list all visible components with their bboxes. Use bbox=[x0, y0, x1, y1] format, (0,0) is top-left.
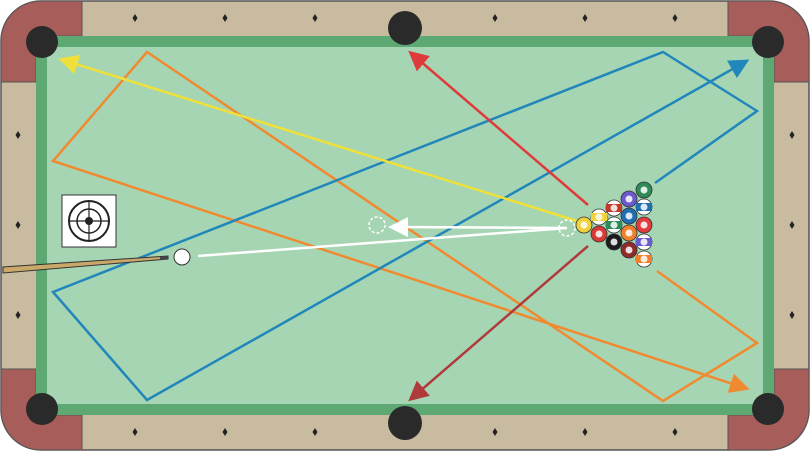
ghost-ball-target bbox=[368, 216, 386, 234]
rack-ball[interactable] bbox=[635, 181, 653, 199]
rail-diamond bbox=[15, 221, 21, 229]
path-yellow bbox=[58, 54, 581, 224]
rack-ball[interactable] bbox=[620, 190, 638, 208]
rail-diamond bbox=[492, 428, 498, 436]
rack-ball[interactable] bbox=[635, 233, 653, 251]
rail-diamond bbox=[582, 14, 588, 22]
pocket-bottom-right bbox=[752, 393, 784, 425]
path-cue-ball bbox=[197, 217, 568, 258]
path-dark-red bbox=[408, 245, 589, 402]
rack-ball[interactable] bbox=[620, 224, 638, 242]
ghost-ball-contact bbox=[558, 219, 576, 237]
pocket-top-middle bbox=[388, 11, 422, 45]
cue-ball[interactable] bbox=[173, 248, 191, 266]
rail-diamond bbox=[132, 428, 138, 436]
rack-ball[interactable] bbox=[635, 216, 653, 234]
cue-stick-tip bbox=[160, 256, 168, 260]
rack-ball[interactable] bbox=[605, 199, 623, 217]
rail-diamond bbox=[672, 428, 678, 436]
rack-ball[interactable] bbox=[605, 216, 623, 234]
rail-diamond bbox=[492, 14, 498, 22]
rack-ball[interactable] bbox=[590, 225, 608, 243]
pocket-top-left bbox=[26, 26, 58, 58]
pocket-bottom-middle bbox=[388, 406, 422, 440]
pocket-top-right bbox=[752, 26, 784, 58]
rail-diamond bbox=[15, 131, 21, 139]
aim-button[interactable] bbox=[61, 194, 117, 248]
rail-diamond bbox=[312, 14, 318, 22]
rail-diamond bbox=[132, 14, 138, 22]
rack-ball[interactable] bbox=[590, 208, 608, 226]
pocket-bottom-left bbox=[26, 393, 58, 425]
path-red bbox=[408, 50, 589, 206]
rack-ball[interactable] bbox=[575, 216, 593, 234]
rail-diamond bbox=[222, 428, 228, 436]
rack-ball[interactable] bbox=[635, 198, 653, 216]
rail-diamond bbox=[15, 311, 21, 319]
rack-ball[interactable] bbox=[620, 241, 638, 259]
rail-diamond bbox=[789, 131, 795, 139]
ball-rack bbox=[575, 181, 653, 268]
rail-diamond bbox=[672, 14, 678, 22]
crosshair-icon bbox=[68, 200, 110, 242]
rail-diamond bbox=[789, 221, 795, 229]
rail-diamond bbox=[222, 14, 228, 22]
path-blue-bank bbox=[50, 50, 760, 402]
rail-diamond bbox=[789, 311, 795, 319]
rail-diamond bbox=[312, 428, 318, 436]
rack-ball[interactable] bbox=[635, 250, 653, 268]
rack-ball[interactable] bbox=[620, 207, 638, 225]
rack-ball[interactable] bbox=[605, 233, 623, 251]
rail-diamonds bbox=[15, 14, 795, 436]
rail-diamond bbox=[582, 428, 588, 436]
